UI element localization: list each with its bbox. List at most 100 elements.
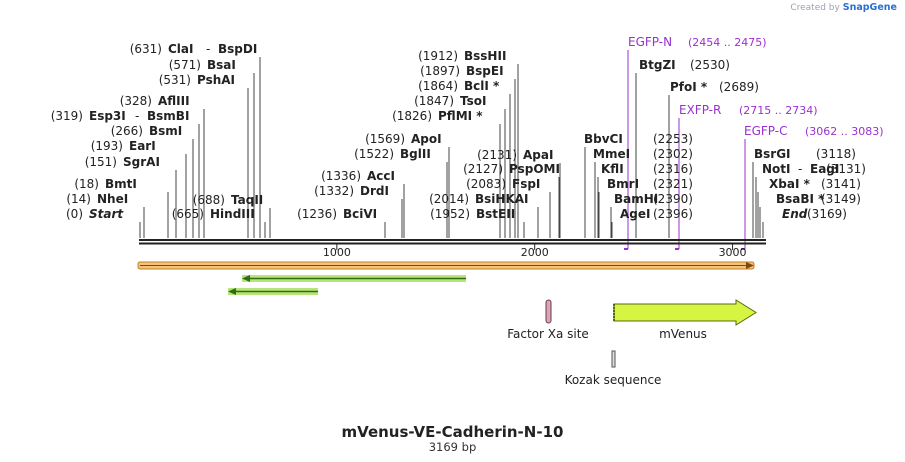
- site-name: BsrGI: [754, 147, 791, 161]
- site-name: BglII: [400, 147, 431, 161]
- site-position: (1336): [321, 169, 361, 183]
- primer-range: (2715 .. 2734): [739, 104, 818, 117]
- site-name: AccI: [367, 169, 395, 183]
- primer-range: (2454 .. 2475): [688, 36, 767, 49]
- site-name: TaqII: [231, 193, 263, 207]
- primer-range: (3062 .. 3083): [805, 125, 884, 138]
- site-name-secondary: EagI: [810, 162, 839, 176]
- factor-xa-site-marker: [545, 299, 552, 324]
- site-name: EarI: [129, 139, 156, 153]
- orange-feature-bar: [137, 261, 755, 270]
- site-separator: -: [798, 162, 802, 176]
- site-position: (688): [193, 193, 225, 207]
- site-name: SgrAI: [123, 155, 160, 169]
- site-position: (18): [74, 177, 99, 191]
- site-position: (1236): [297, 207, 337, 221]
- site-position: (2014): [429, 192, 469, 206]
- site-position: (1332): [314, 184, 354, 198]
- site-name-secondary: BspDI: [218, 42, 257, 56]
- site-position: (2390): [653, 192, 693, 206]
- site-position: (1952): [430, 207, 470, 221]
- dna-backbone: [139, 239, 766, 245]
- site-name: BsiHKAI: [475, 192, 529, 206]
- site-name: NotI: [762, 162, 791, 176]
- site-separator: -: [206, 42, 210, 56]
- site-name: BsaBI *: [776, 192, 825, 206]
- site-name: PfoI *: [670, 80, 708, 94]
- site-position: (3131): [826, 162, 866, 176]
- construct-length: 3169 bp: [428, 440, 477, 454]
- site-labels: (631)ClaI-BspDI(571)BsaI(531)PshAI(328)A…: [51, 35, 884, 221]
- site-name: Esp3I: [89, 109, 126, 123]
- site-name: FspI: [512, 177, 540, 191]
- green-arrow-2: [228, 288, 318, 295]
- site-name: PspOMI: [509, 162, 560, 176]
- site-name: MmeI: [593, 147, 630, 161]
- kozak-sequence-marker: [611, 350, 616, 368]
- site-position: (328): [120, 94, 152, 108]
- site-name: AgeI: [620, 207, 650, 221]
- site-position: (665): [172, 207, 204, 221]
- site-position: (2321): [653, 177, 693, 191]
- mvenus-arrow: [613, 299, 757, 326]
- site-name: BsmI: [149, 124, 182, 138]
- factor-xa-label: Factor Xa site: [507, 327, 589, 341]
- site-position: (1826): [392, 109, 432, 123]
- site-name: BmtI: [105, 177, 137, 191]
- site-position: (2253): [653, 132, 693, 146]
- scale-tick-label: 3000: [719, 246, 747, 259]
- site-position: (2316): [653, 162, 693, 176]
- site-name: Start: [89, 207, 124, 221]
- site-position: (2396): [653, 207, 693, 221]
- snapgene-logo: SnapGene: [842, 2, 897, 13]
- primer-name: EGFP-N: [628, 35, 672, 49]
- site-position: (1864): [418, 79, 458, 93]
- site-position: (2131): [477, 148, 517, 162]
- site-position: (319): [51, 109, 83, 123]
- scale-tick-label: 2000: [521, 246, 549, 259]
- construct-title: mVenus-VE-Cadherin-N-10: [341, 423, 564, 441]
- site-position: (1897): [420, 64, 460, 78]
- scale-ticks: 1000 2000 3000: [323, 244, 747, 259]
- site-position: (193): [91, 139, 123, 153]
- scale-tick-label: 1000: [323, 246, 351, 259]
- site-position: (266): [111, 124, 143, 138]
- site-position: (1912): [418, 49, 458, 63]
- site-name: BssHII: [464, 49, 506, 63]
- site-name: BsaI: [207, 58, 236, 72]
- site-name: PflMI *: [438, 109, 483, 123]
- site-position: (2689): [719, 80, 759, 94]
- site-name: BbvCI: [584, 132, 623, 146]
- site-position: (2083): [466, 177, 506, 191]
- site-name: PshAI: [197, 73, 235, 87]
- site-position: (571): [169, 58, 201, 72]
- site-lines: [139, 50, 764, 250]
- site-position: (151): [85, 155, 117, 169]
- snapgene-watermark: Created by SnapGene: [790, 2, 897, 13]
- site-name: End: [782, 207, 808, 221]
- site-name: BciVI: [343, 207, 377, 221]
- site-name: DrdI: [360, 184, 389, 198]
- site-position: (631): [130, 42, 162, 56]
- site-name: KflI: [601, 162, 624, 176]
- site-position: (0): [66, 207, 83, 221]
- site-name: BspEI: [466, 64, 504, 78]
- green-arrow-1: [242, 275, 466, 282]
- site-position: (2302): [653, 147, 693, 161]
- site-name: HindIII: [210, 207, 255, 221]
- site-name: BstEII: [476, 207, 515, 221]
- site-position: (2530): [690, 58, 730, 72]
- site-name: XbaI *: [769, 177, 811, 191]
- site-name: TsoI: [460, 94, 486, 108]
- mvenus-label: mVenus: [659, 327, 707, 341]
- kozak-label: Kozak sequence: [565, 373, 662, 387]
- primer-name: EXFP-R: [679, 103, 721, 117]
- site-position: (1569): [365, 132, 405, 146]
- site-position: (3169): [807, 207, 847, 221]
- site-position: (3149): [821, 192, 861, 206]
- primer-name: EGFP-C: [744, 124, 787, 138]
- site-name: ClaI: [168, 42, 193, 56]
- site-name: BclI *: [464, 79, 500, 93]
- site-position: (1847): [414, 94, 454, 108]
